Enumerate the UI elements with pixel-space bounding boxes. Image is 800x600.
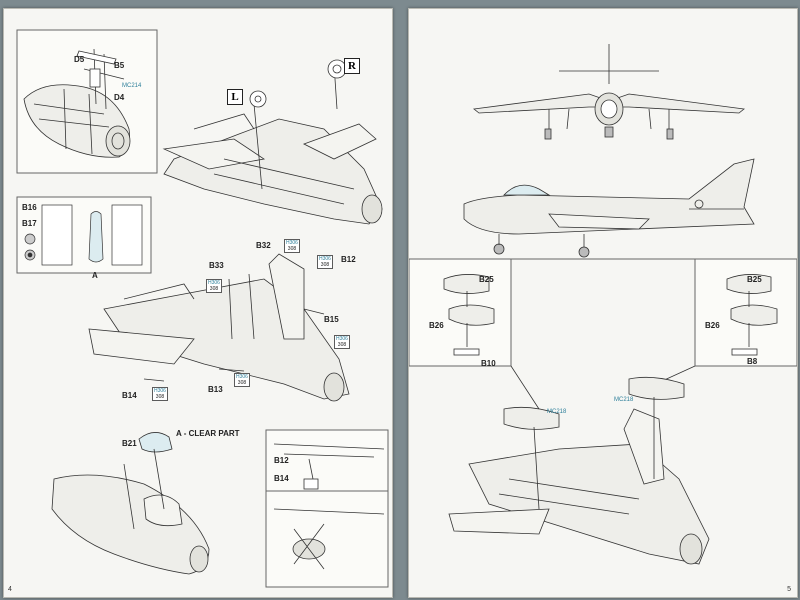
right-side-flag: R (344, 58, 360, 74)
front-view-drawing (473, 44, 745, 140)
part-label: B25 (747, 275, 762, 284)
marking-code: MC218 (614, 397, 634, 403)
underside-airframe-drawing (448, 376, 710, 565)
part-label: D5 (74, 55, 85, 64)
part-label: B25 (479, 275, 494, 284)
drop-tank-drawing (443, 274, 778, 410)
part-label: B32 (256, 241, 271, 250)
part-label: B12 (274, 456, 289, 465)
part-label: B33 (209, 261, 224, 270)
part-label: B5 (114, 61, 125, 70)
marking-code: MC214 (122, 83, 142, 89)
nose-section-drawing (23, 48, 131, 158)
marking-code: MC218 (547, 409, 567, 415)
part-label: B26 (429, 321, 444, 330)
part-label: B10 (481, 359, 496, 368)
part-label: B21 (122, 439, 137, 448)
canopy-mask-drawing (24, 204, 143, 266)
detail-box (265, 429, 389, 588)
page-number: 5 (787, 586, 791, 593)
main-airframe-drawing (162, 59, 383, 225)
landing-gear-drawing (273, 443, 385, 570)
side-view-drawing (463, 158, 755, 258)
page-number: 4 (8, 586, 12, 593)
left-side-flag: L (227, 89, 243, 105)
page-left-drawings (16, 29, 389, 588)
part-label: D4 (114, 93, 125, 102)
part-label: B14 (274, 474, 289, 483)
part-label: B8 (747, 357, 758, 366)
part-label: A (92, 271, 98, 280)
part-label: B15 (324, 315, 339, 324)
part-label: B26 (705, 321, 720, 330)
part-label: B13 (208, 385, 223, 394)
instruction-page-left: D5 B5 D4 MC214 L R B16 B17 A B32 B33 B12… (3, 8, 393, 598)
part-label: B14 (122, 391, 137, 400)
instruction-page-right: B25 B26 B10 B25 B26 B8 MC218 MC218 5 (408, 8, 798, 598)
part-label: B16 (22, 203, 37, 212)
step2-airframe-drawing (88, 253, 350, 402)
part-label: B12 (341, 255, 356, 264)
part-label: B17 (22, 219, 37, 228)
clear-part-label: A - CLEAR PART (176, 429, 240, 438)
page-right-drawings (409, 44, 797, 565)
canopy-section-drawing (51, 432, 210, 575)
